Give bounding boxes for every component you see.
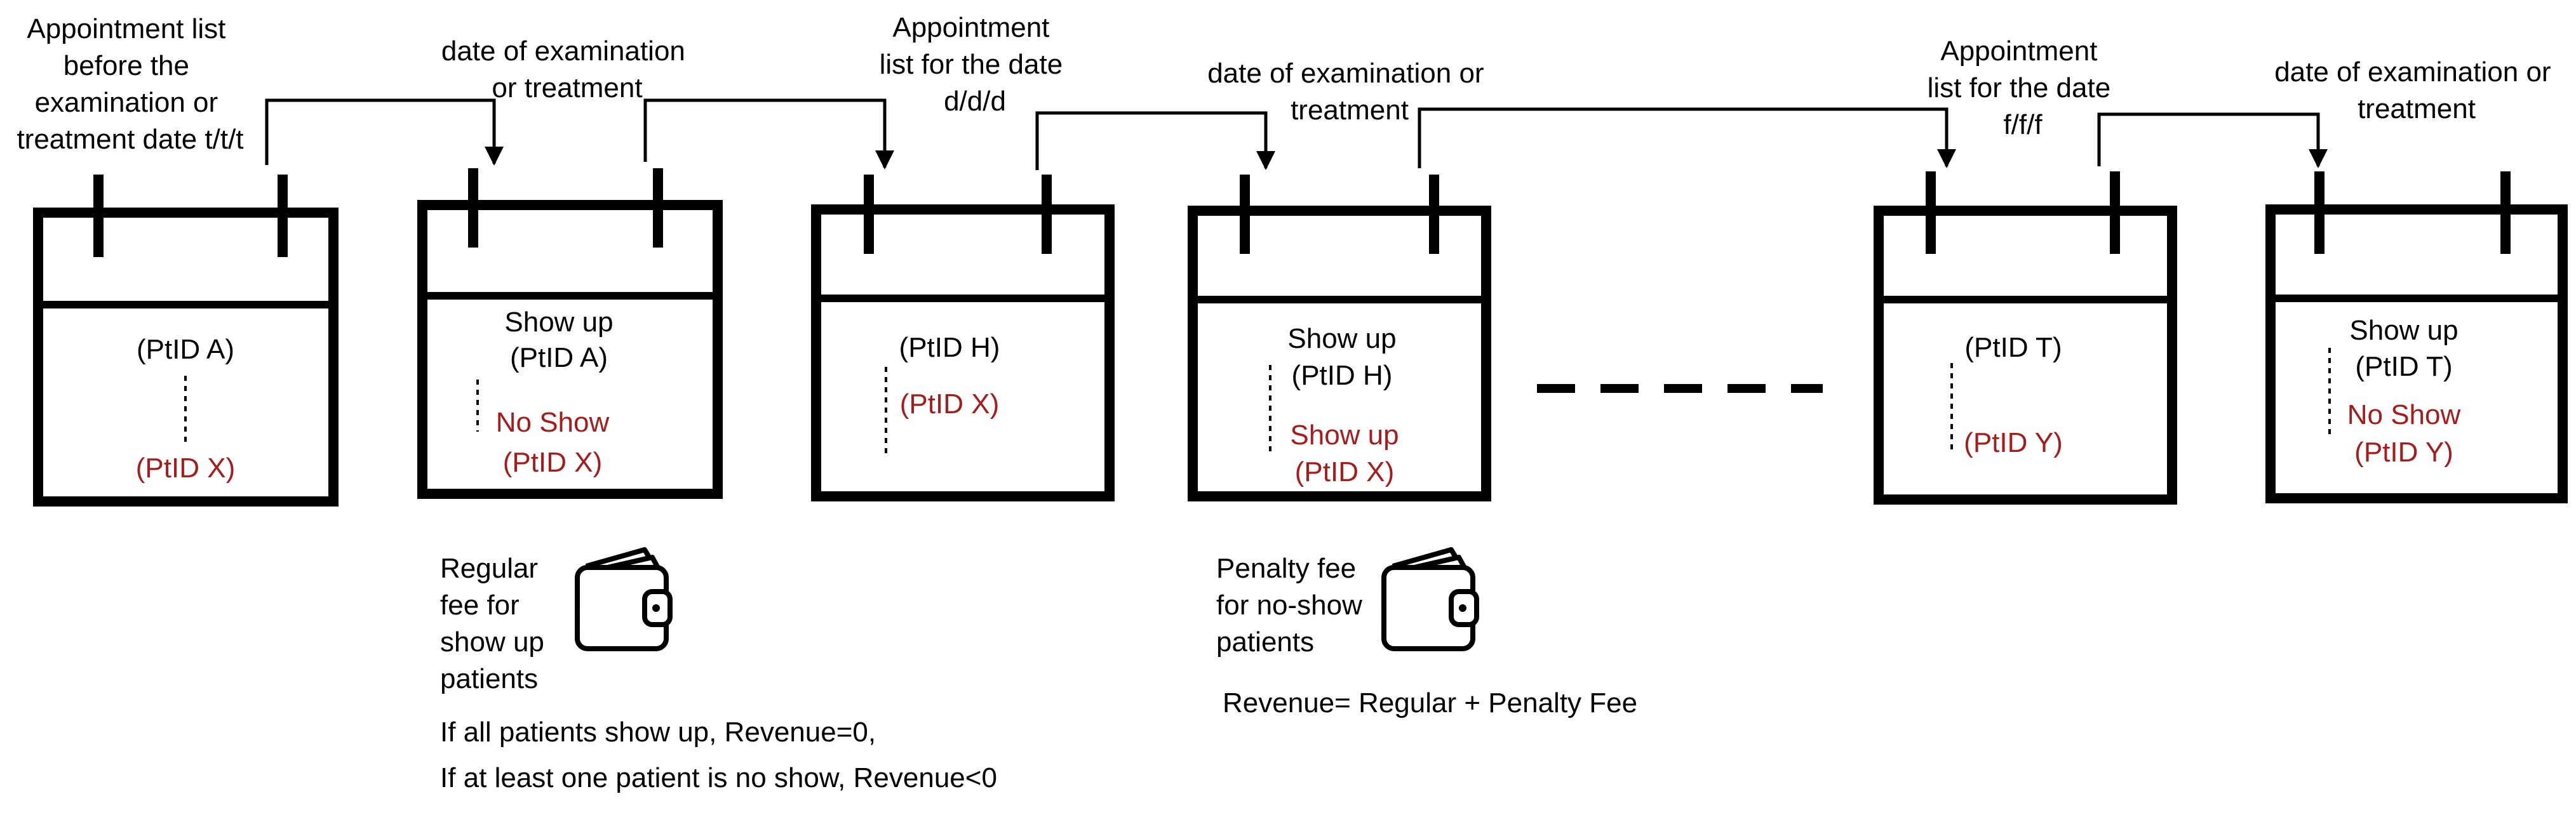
calendar-entry: Show up xyxy=(1287,323,1396,354)
calendar-entry: (PtID Y) xyxy=(1964,427,2063,458)
calendar: Show up (PtID H) Show up (PtID X) xyxy=(1188,175,1491,501)
calendar-entry: Show up xyxy=(1290,420,1399,451)
calendar-entry: (PtID H) xyxy=(1292,360,1393,391)
calendar-entry: (PtID A) xyxy=(137,334,234,365)
calendar-entry: (PtID X) xyxy=(136,453,235,484)
label-appointment-list-date: Appointment list for the date f/f/f xyxy=(1928,36,2119,140)
calendar-entry: No Show xyxy=(496,407,610,438)
calendar-entry: (PtID T) xyxy=(2355,351,2452,382)
regular-fee-label: Regular fee for show up patients xyxy=(440,553,552,694)
calendar: (PtID T) (PtID Y) xyxy=(1874,171,2177,505)
label-appointment-list-before: Appointment list before the examination … xyxy=(17,13,243,155)
calendar: Show up (PtID A) No Show (PtID X) xyxy=(417,168,723,499)
connector-arrow xyxy=(2097,112,2328,168)
calendar: Show up (PtID T) No Show (PtID Y) xyxy=(2265,171,2568,503)
revenue-note: If all patients show up, Revenue=0, xyxy=(440,717,876,748)
connector-arrow xyxy=(643,98,894,169)
calendar: (PtID H) (PtID X) xyxy=(811,175,1115,501)
calendar-entry: (PtID A) xyxy=(510,342,608,373)
connector-arrow xyxy=(265,98,504,166)
calendar-entry: (PtID T) xyxy=(1964,332,2062,363)
revenue-note: Revenue= Regular + Penalty Fee xyxy=(1223,687,1637,719)
calendar-entry: (PtID X) xyxy=(503,447,602,478)
calendar-entry: (PtID H) xyxy=(899,332,1000,363)
label-examination-date: date of examination or treatment xyxy=(2274,56,2559,124)
calendar-entry: Show up xyxy=(504,307,613,338)
calendar-entry: No Show xyxy=(2347,399,2461,430)
connector-arrow xyxy=(1418,107,1956,168)
wallet-icon xyxy=(1381,547,1479,651)
wallet-icon xyxy=(575,547,673,651)
label-examination-date: date of examination or treatment xyxy=(1207,58,1492,126)
calendar-entry: Show up xyxy=(2349,315,2458,346)
calendar-entry: (PtID Y) xyxy=(2354,437,2453,468)
connector-arrow xyxy=(1035,111,1275,170)
label-examination-date: date of examination or treatment xyxy=(441,36,693,103)
revenue-note: If at least one patient is no show, Reve… xyxy=(440,762,997,793)
label-appointment-list-date: Appointment list for the date d/d/d xyxy=(880,12,1071,117)
calendar-entry: (PtID X) xyxy=(900,388,999,420)
calendar-entry: (PtID X) xyxy=(1295,456,1394,487)
penalty-fee-label: Penalty fee for no-show patients xyxy=(1216,553,1370,658)
calendar: (PtID A) (PtID X) xyxy=(33,175,339,507)
